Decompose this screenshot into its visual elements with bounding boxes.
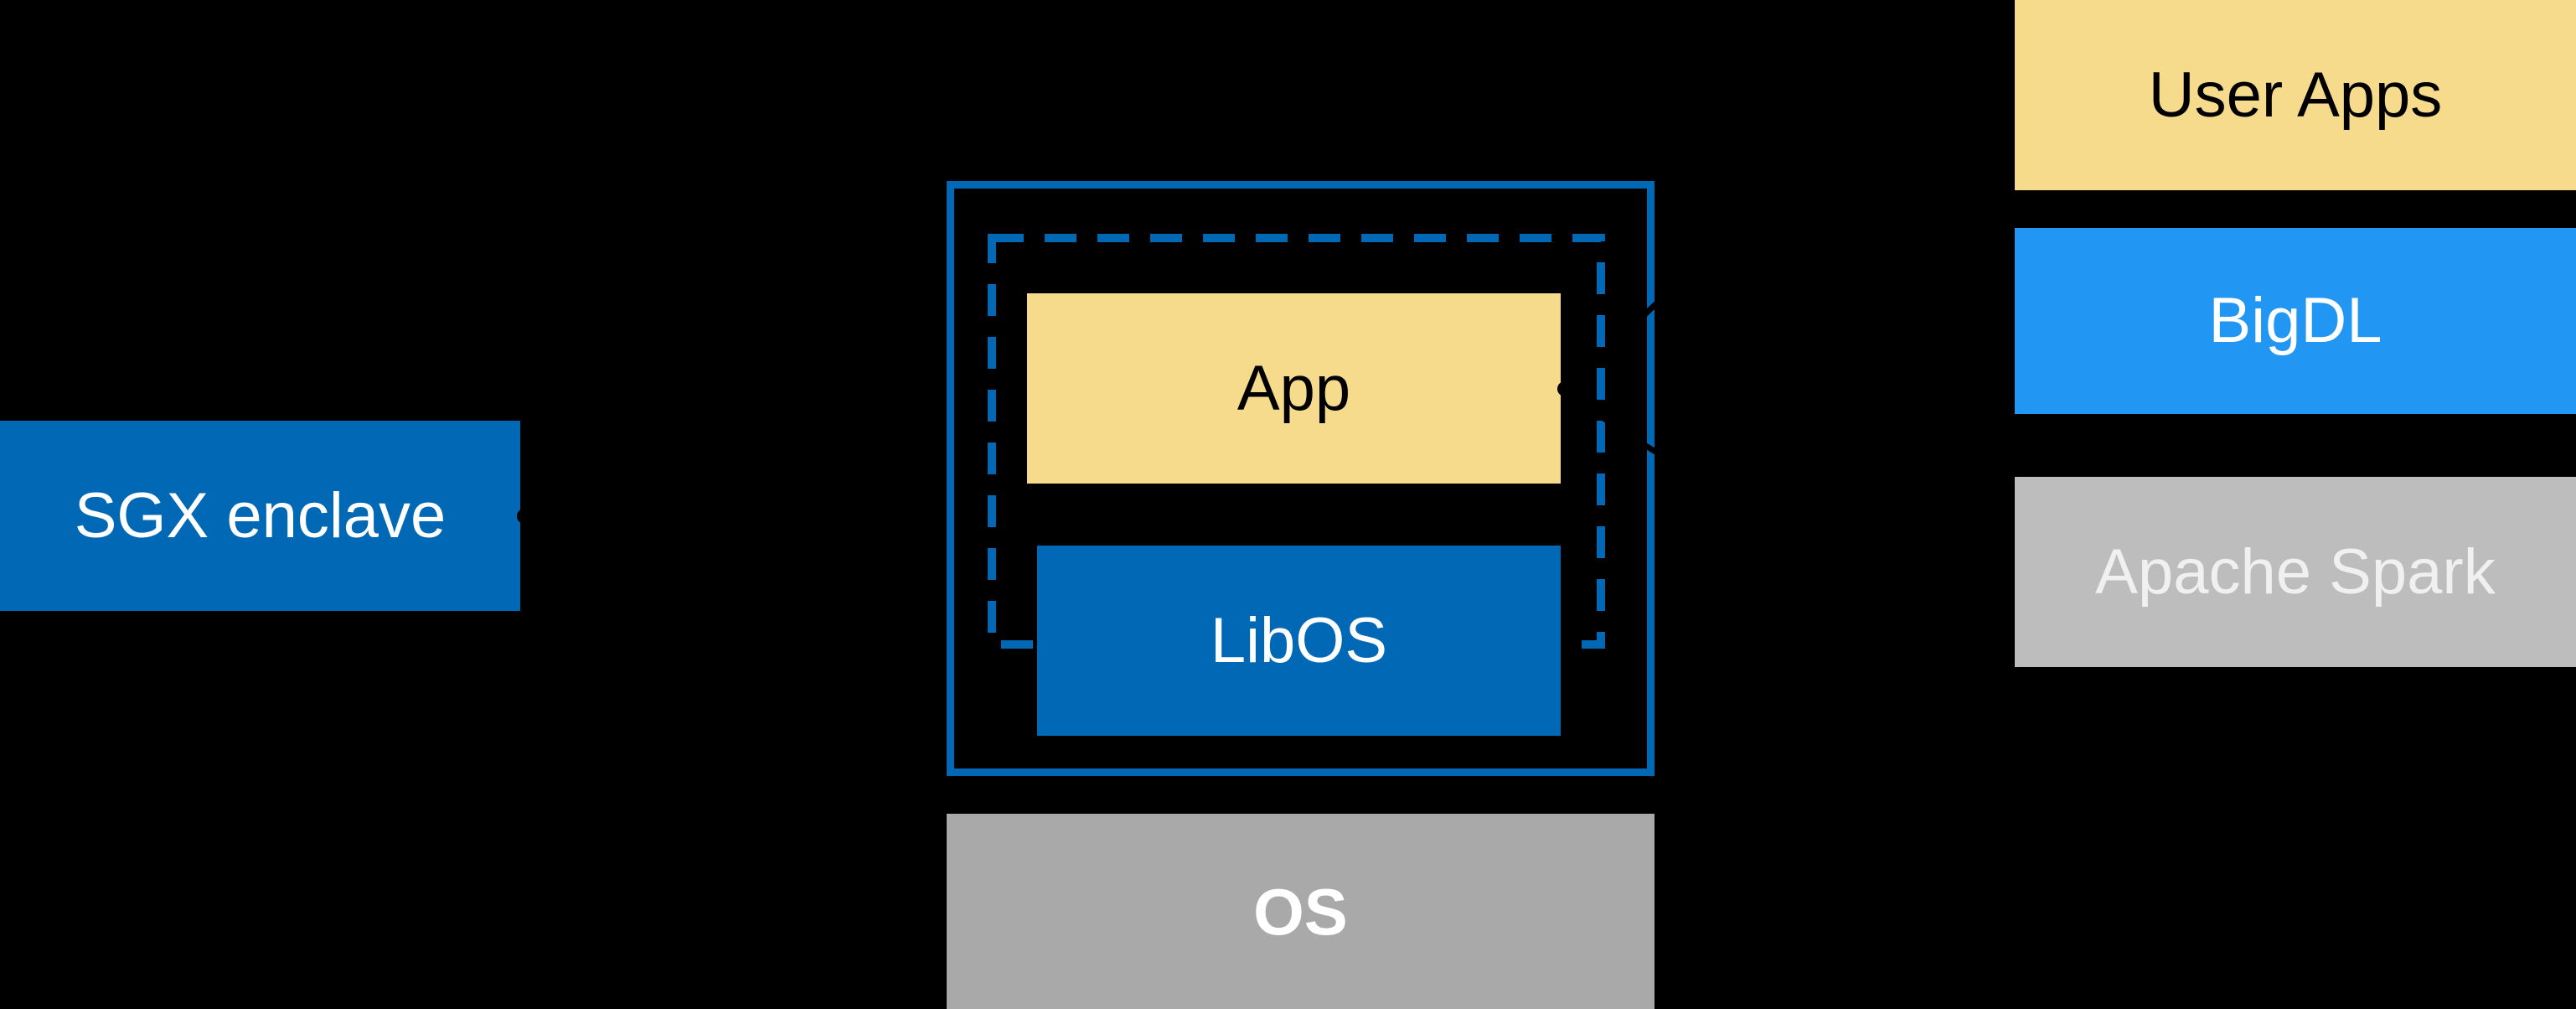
enclave-container-border [947, 181, 1655, 776]
stack-brace-lower [1569, 389, 2014, 644]
app-box: App [1027, 293, 1561, 484]
user-apps-box: User Apps [2015, 0, 2576, 190]
user-apps-label: User Apps [2148, 59, 2443, 131]
stack-brace-upper [1569, 0, 1994, 389]
apache-spark-box: Apache Spark [2015, 477, 2576, 667]
os-label: OS [1253, 874, 1348, 949]
sgx-enclave-label: SGX enclave [74, 479, 447, 551]
os-box: OS [947, 814, 1655, 1009]
bigdl-box: BigDL [2015, 228, 2576, 414]
stack-brace-tip-dot [1557, 381, 1572, 396]
libos-label: LibOS [1210, 604, 1388, 676]
sgx-enclave-label-box: SGX enclave [0, 421, 520, 611]
sgx-arrow-dot [517, 509, 532, 524]
libos-box: LibOS [1037, 546, 1561, 736]
bigdl-label: BigDL [2208, 285, 2382, 356]
app-label: App [1236, 352, 1351, 424]
apache-spark-label: Apache Spark [2095, 536, 2496, 608]
